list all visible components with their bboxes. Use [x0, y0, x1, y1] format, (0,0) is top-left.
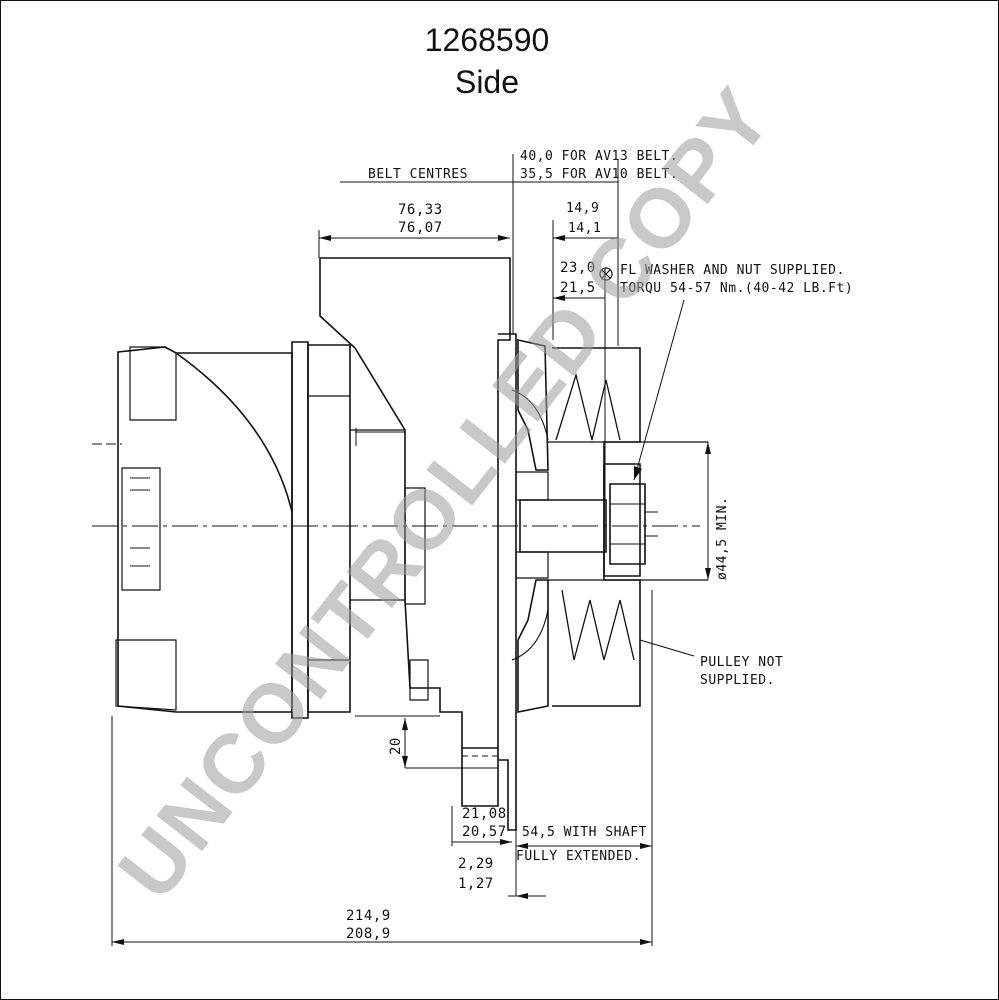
- pulley-grooves-lower: [561, 589, 635, 661]
- reference-cross-icon: [599, 267, 613, 281]
- pulley: [552, 347, 641, 707]
- dimension-arrows: [112, 235, 711, 945]
- dim-1-27: 1,27: [458, 876, 494, 892]
- alternator-outline: [92, 257, 708, 831]
- dim-76-33: 76,33: [398, 202, 443, 218]
- dim-23-0: 23,0: [560, 260, 596, 276]
- av10-belt-label: 35,5 FOR AV10 BELT.: [520, 167, 678, 182]
- washer-note-line2: TORQU 54-57 Nm.(40-42 LB.Ft): [620, 281, 853, 296]
- view-title: Side: [454, 64, 520, 100]
- dim-208-9: 208,9: [346, 926, 391, 942]
- dim-2-29: 2,29: [458, 856, 494, 872]
- fully-extended-label: FULLY EXTENDED.: [516, 849, 641, 864]
- stator-flange: [291, 341, 309, 719]
- pulley-note-line1: PULLEY NOT: [700, 655, 783, 670]
- shaft: [519, 499, 607, 553]
- fan-lower: [517, 579, 549, 713]
- washer-note-line1: FL WASHER AND NUT SUPPLIED.: [620, 263, 845, 278]
- fan-upper: [517, 339, 549, 471]
- dim-214-9: 214,9: [346, 908, 391, 924]
- dim-76-07: 76,07: [398, 220, 443, 236]
- housing-curve: [175, 352, 293, 513]
- dim-21-5: 21,5: [560, 280, 596, 296]
- dim-54-5-label: 54,5 WITH SHAFT: [522, 825, 647, 840]
- dim-14-9: 14,9: [566, 201, 599, 216]
- dim-20: 20: [388, 737, 404, 755]
- mounting-foot: [461, 748, 499, 807]
- pulley-note-line2: SUPPLIED.: [700, 673, 775, 688]
- dim-14-1: 14,1: [568, 221, 601, 236]
- pulley-grooves-upper: [555, 372, 621, 441]
- nut: [609, 483, 646, 565]
- av13-belt-label: 40,0 FOR AV13 BELT.: [520, 149, 678, 164]
- part-number-title: 1268590: [424, 22, 550, 58]
- front-plate: [498, 333, 517, 831]
- belt-centres-label: BELT CENTRES: [368, 167, 468, 182]
- dim-21-08: 21,08: [462, 806, 507, 822]
- dimension-lines: [111, 154, 709, 946]
- rear-housing: [117, 346, 293, 713]
- front-bracket: [319, 257, 511, 749]
- dim-20-57: 20,57: [462, 824, 507, 840]
- dim-dia-44-5: ø44,5 MIN.: [715, 497, 730, 580]
